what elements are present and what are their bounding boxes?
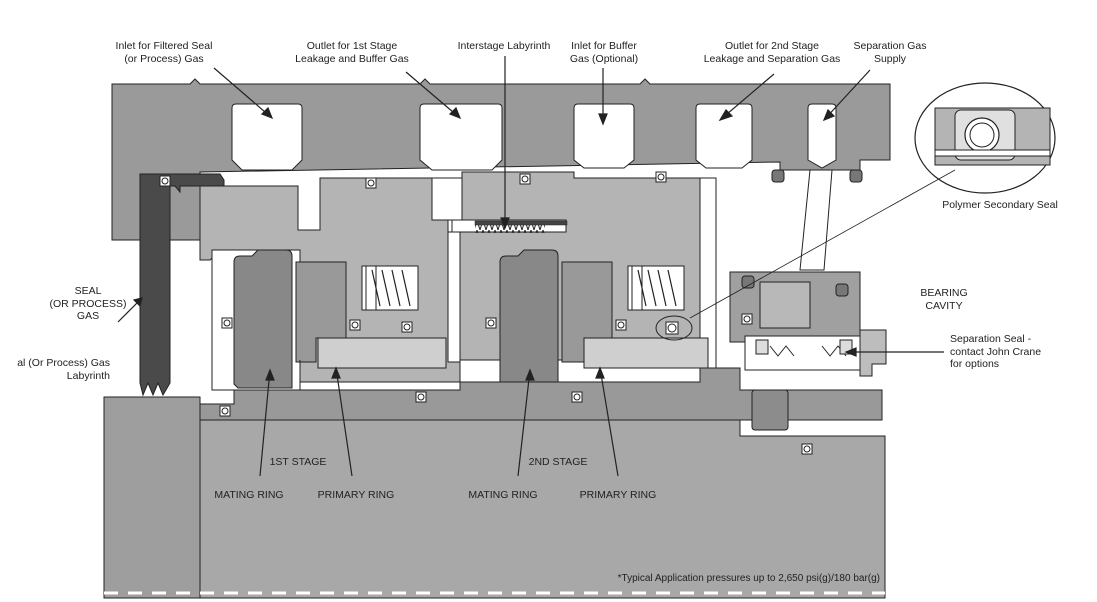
inlet-filtered-seal-gas-label: Inlet for Filtered Seal(or Process) Gas [115,40,213,65]
callout-arrows [117,56,944,477]
shaft-left-block [103,396,201,599]
mating-ring-1-label: MATING RING [214,489,284,501]
primary-ring-2-label: PRIMARY RING [579,489,657,501]
mating-ring-2 [499,249,559,389]
second-stage-label: 2ND STAGE [528,456,588,468]
polymer-seal-callout-small [655,315,693,341]
shaft-sleeve [199,360,883,421]
o-rings [159,171,813,455]
housing-ports [231,103,837,171]
springs [361,265,685,311]
o-rings-dark [741,169,863,297]
interstage-labyrinth-label: Interstage Labyrinth [457,40,551,52]
footnote-pressure: *Typical Application pressures up to 2,6… [617,573,880,584]
primary-ring-1-label: PRIMARY RING [317,489,395,501]
polymer-seal-detail [934,107,1051,166]
mating-ring-2-label: MATING RING [468,489,538,501]
first-stage-label: 1ST STAGE [269,456,327,468]
mating-ring-1 [233,249,293,389]
polymer-secondary-seal-label: Polymer Secondary Seal [942,199,1058,211]
labyrinth-sleeve [139,173,225,397]
shaft [199,413,886,599]
seal-process-gas-label: SEAL(OR PROCESS)GAS [49,285,127,322]
